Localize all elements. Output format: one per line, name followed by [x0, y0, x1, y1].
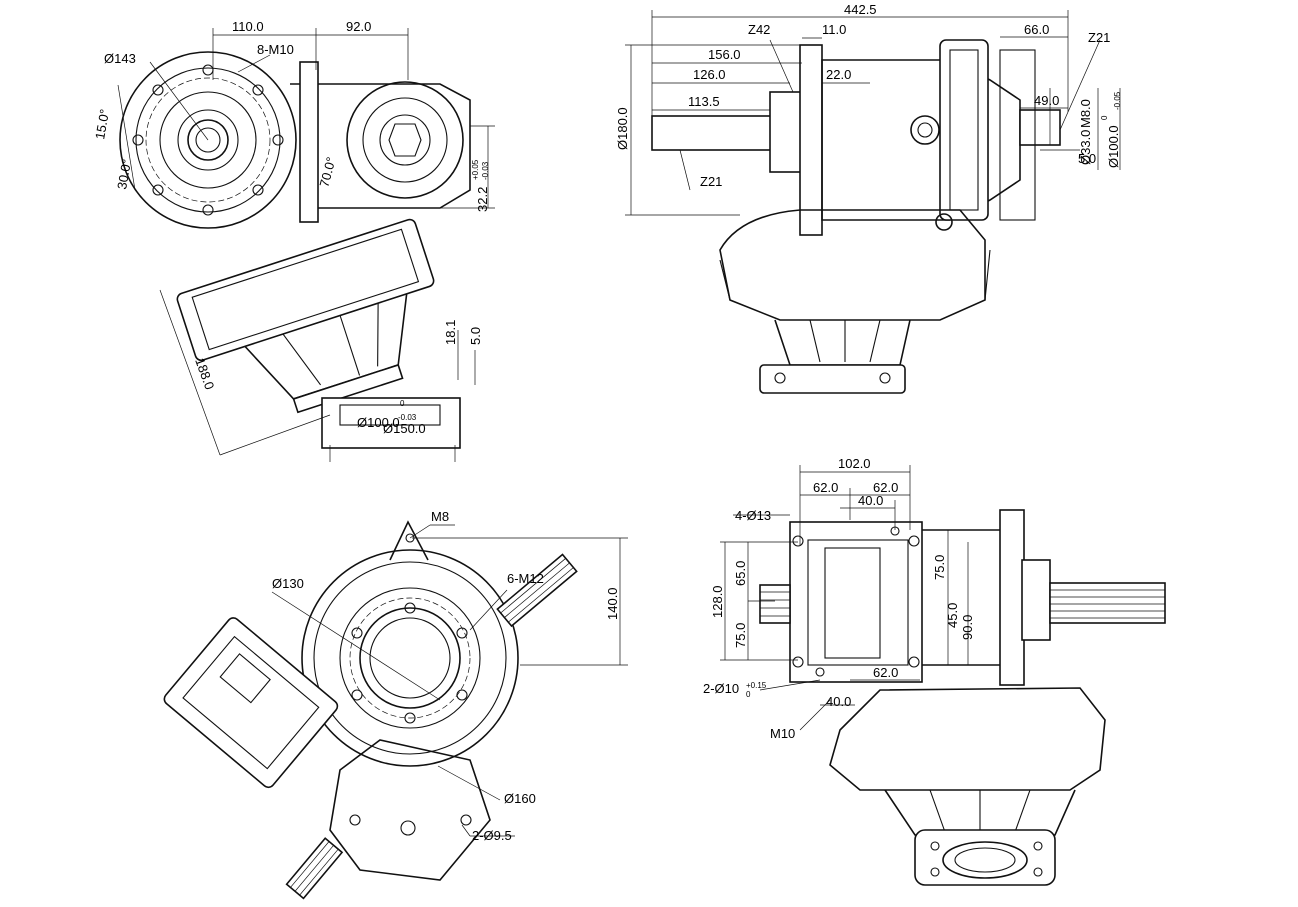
dim-5: 5.0: [468, 327, 483, 345]
lower-housing: [329, 739, 491, 881]
dim-11: 11.0: [822, 22, 846, 37]
view-top-left: 110.0 92.0 8-M10 Ø143 15.0° 30.0° 70.0° …: [92, 19, 495, 462]
dim-102: 102.0: [838, 456, 871, 471]
main-flange: [301, 549, 519, 767]
input-spline: [759, 584, 791, 624]
dim-126: 126.0: [693, 67, 726, 82]
dim-2-dia9-5: 2-Ø9.5: [472, 828, 512, 843]
right-housing: [290, 83, 471, 209]
dim-18-1: 18.1: [443, 320, 458, 345]
bolt-holes-m12: [351, 602, 468, 724]
dim-188: 188.0: [192, 356, 217, 392]
dim-dia143: Ø143: [104, 51, 136, 66]
dim-442-5: 442.5: [844, 2, 877, 17]
dim-2-dia10: 2-Ø10: [703, 681, 739, 696]
dim-5-b: 5.0: [1078, 151, 1096, 166]
top-right-dim-lines: [625, 10, 1121, 216]
dim-22: 22.0: [826, 67, 851, 82]
dim-45: 45.0: [945, 603, 960, 628]
top-right-body: [821, 59, 1021, 221]
dim-dia100-tol-dn: -0.03: [398, 413, 417, 422]
dim-z42: Z42: [748, 22, 770, 37]
dim-ang15: 15.0°: [92, 108, 112, 141]
input-shaft: [651, 115, 773, 151]
top-left-dim-lines: [117, 28, 495, 462]
dim-128: 128.0: [710, 585, 725, 618]
dim-49: 49.0: [1034, 93, 1059, 108]
dim-2-dia10-tol-dn: 0: [746, 690, 751, 699]
top-right-lower: [719, 209, 986, 321]
dim-92: 92.0: [346, 19, 371, 34]
dim-140: 140.0: [605, 587, 620, 620]
dim-90: 90.0: [960, 615, 975, 640]
view-top-right: 442.5 Z42 11.0 66.0 Z21 156.0 126.0 22.0…: [615, 2, 1122, 394]
dim-32-2: 32.2: [475, 187, 490, 212]
dim-110: 110.0: [232, 19, 264, 34]
base-flange: [321, 397, 461, 449]
dim-113-5: 113.5: [688, 94, 720, 109]
dim-dia130: Ø130: [272, 576, 304, 591]
spline-shaft: [496, 553, 578, 628]
bolt-holes-143: [132, 64, 284, 216]
dim-32-2-tol-up: +0.05: [471, 159, 480, 180]
lower-gearbox: [176, 218, 435, 414]
dim-dia100-b: Ø100.0: [1106, 125, 1121, 168]
bottom-right-dim-lines: [720, 465, 969, 731]
dim-4-dia13: 4-Ø13: [735, 508, 771, 523]
dim-dia100: Ø100.0: [357, 415, 400, 430]
side-gearbox: [163, 617, 339, 789]
dim-dia100-b-tol-dn: -0.05: [1113, 91, 1122, 110]
dim-dia100-tol-up: 0: [400, 399, 405, 408]
lower-spline: [285, 837, 344, 900]
dim-75-b: 75.0: [733, 623, 748, 648]
dim-65: 65.0: [733, 561, 748, 586]
dim-ang30: 30.0°: [114, 158, 134, 191]
dim-z21-a: Z21: [1088, 30, 1110, 45]
dim-8-m10: 8-M10: [257, 42, 294, 57]
view-bottom-right: 102.0 62.0 62.0 40.0 4-Ø13 75.0 65.0 128…: [703, 456, 1166, 886]
dim-m8-bl: M8: [431, 509, 449, 524]
dim-62-b: 62.0: [873, 480, 898, 495]
dim-66: 66.0: [1024, 22, 1049, 37]
flange-outer: [119, 51, 297, 229]
dim-62-c: 62.0: [873, 665, 898, 680]
dim-dia180: Ø180.0: [615, 107, 630, 150]
dim-6-m12: 6-M12: [507, 571, 544, 586]
view-bottom-left: M8 Ø130 6-M12 140.0 Ø160 2-Ø9.5: [163, 509, 628, 900]
dim-m8: M8.0: [1078, 99, 1093, 128]
dim-40-b: 40.0: [826, 694, 851, 709]
dim-dia150: Ø150.0: [383, 421, 426, 436]
bottom-left-dim-lines: [271, 524, 628, 837]
lifting-ear: [389, 520, 429, 561]
dim-62-a: 62.0: [813, 480, 838, 495]
dim-z21-b: Z21: [700, 174, 722, 189]
dim-dia100-b-tol-up: 0: [1100, 115, 1109, 120]
dim-156: 156.0: [708, 47, 741, 62]
br-lower-housing: [829, 687, 1106, 791]
dim-32-2-tol-dn: -0.03: [481, 161, 490, 180]
dim-40-a: 40.0: [858, 493, 883, 508]
output-spline: [1049, 582, 1166, 624]
dim-dia160: Ø160: [504, 791, 536, 806]
dim-ang70: 70.0°: [316, 155, 338, 188]
dim-2-dia10-tol-up: +0.15: [746, 681, 767, 690]
dim-m10-br: M10: [770, 726, 795, 741]
dim-dia33: Ø33.0: [1078, 130, 1093, 165]
dim-75-a: 75.0: [932, 555, 947, 580]
